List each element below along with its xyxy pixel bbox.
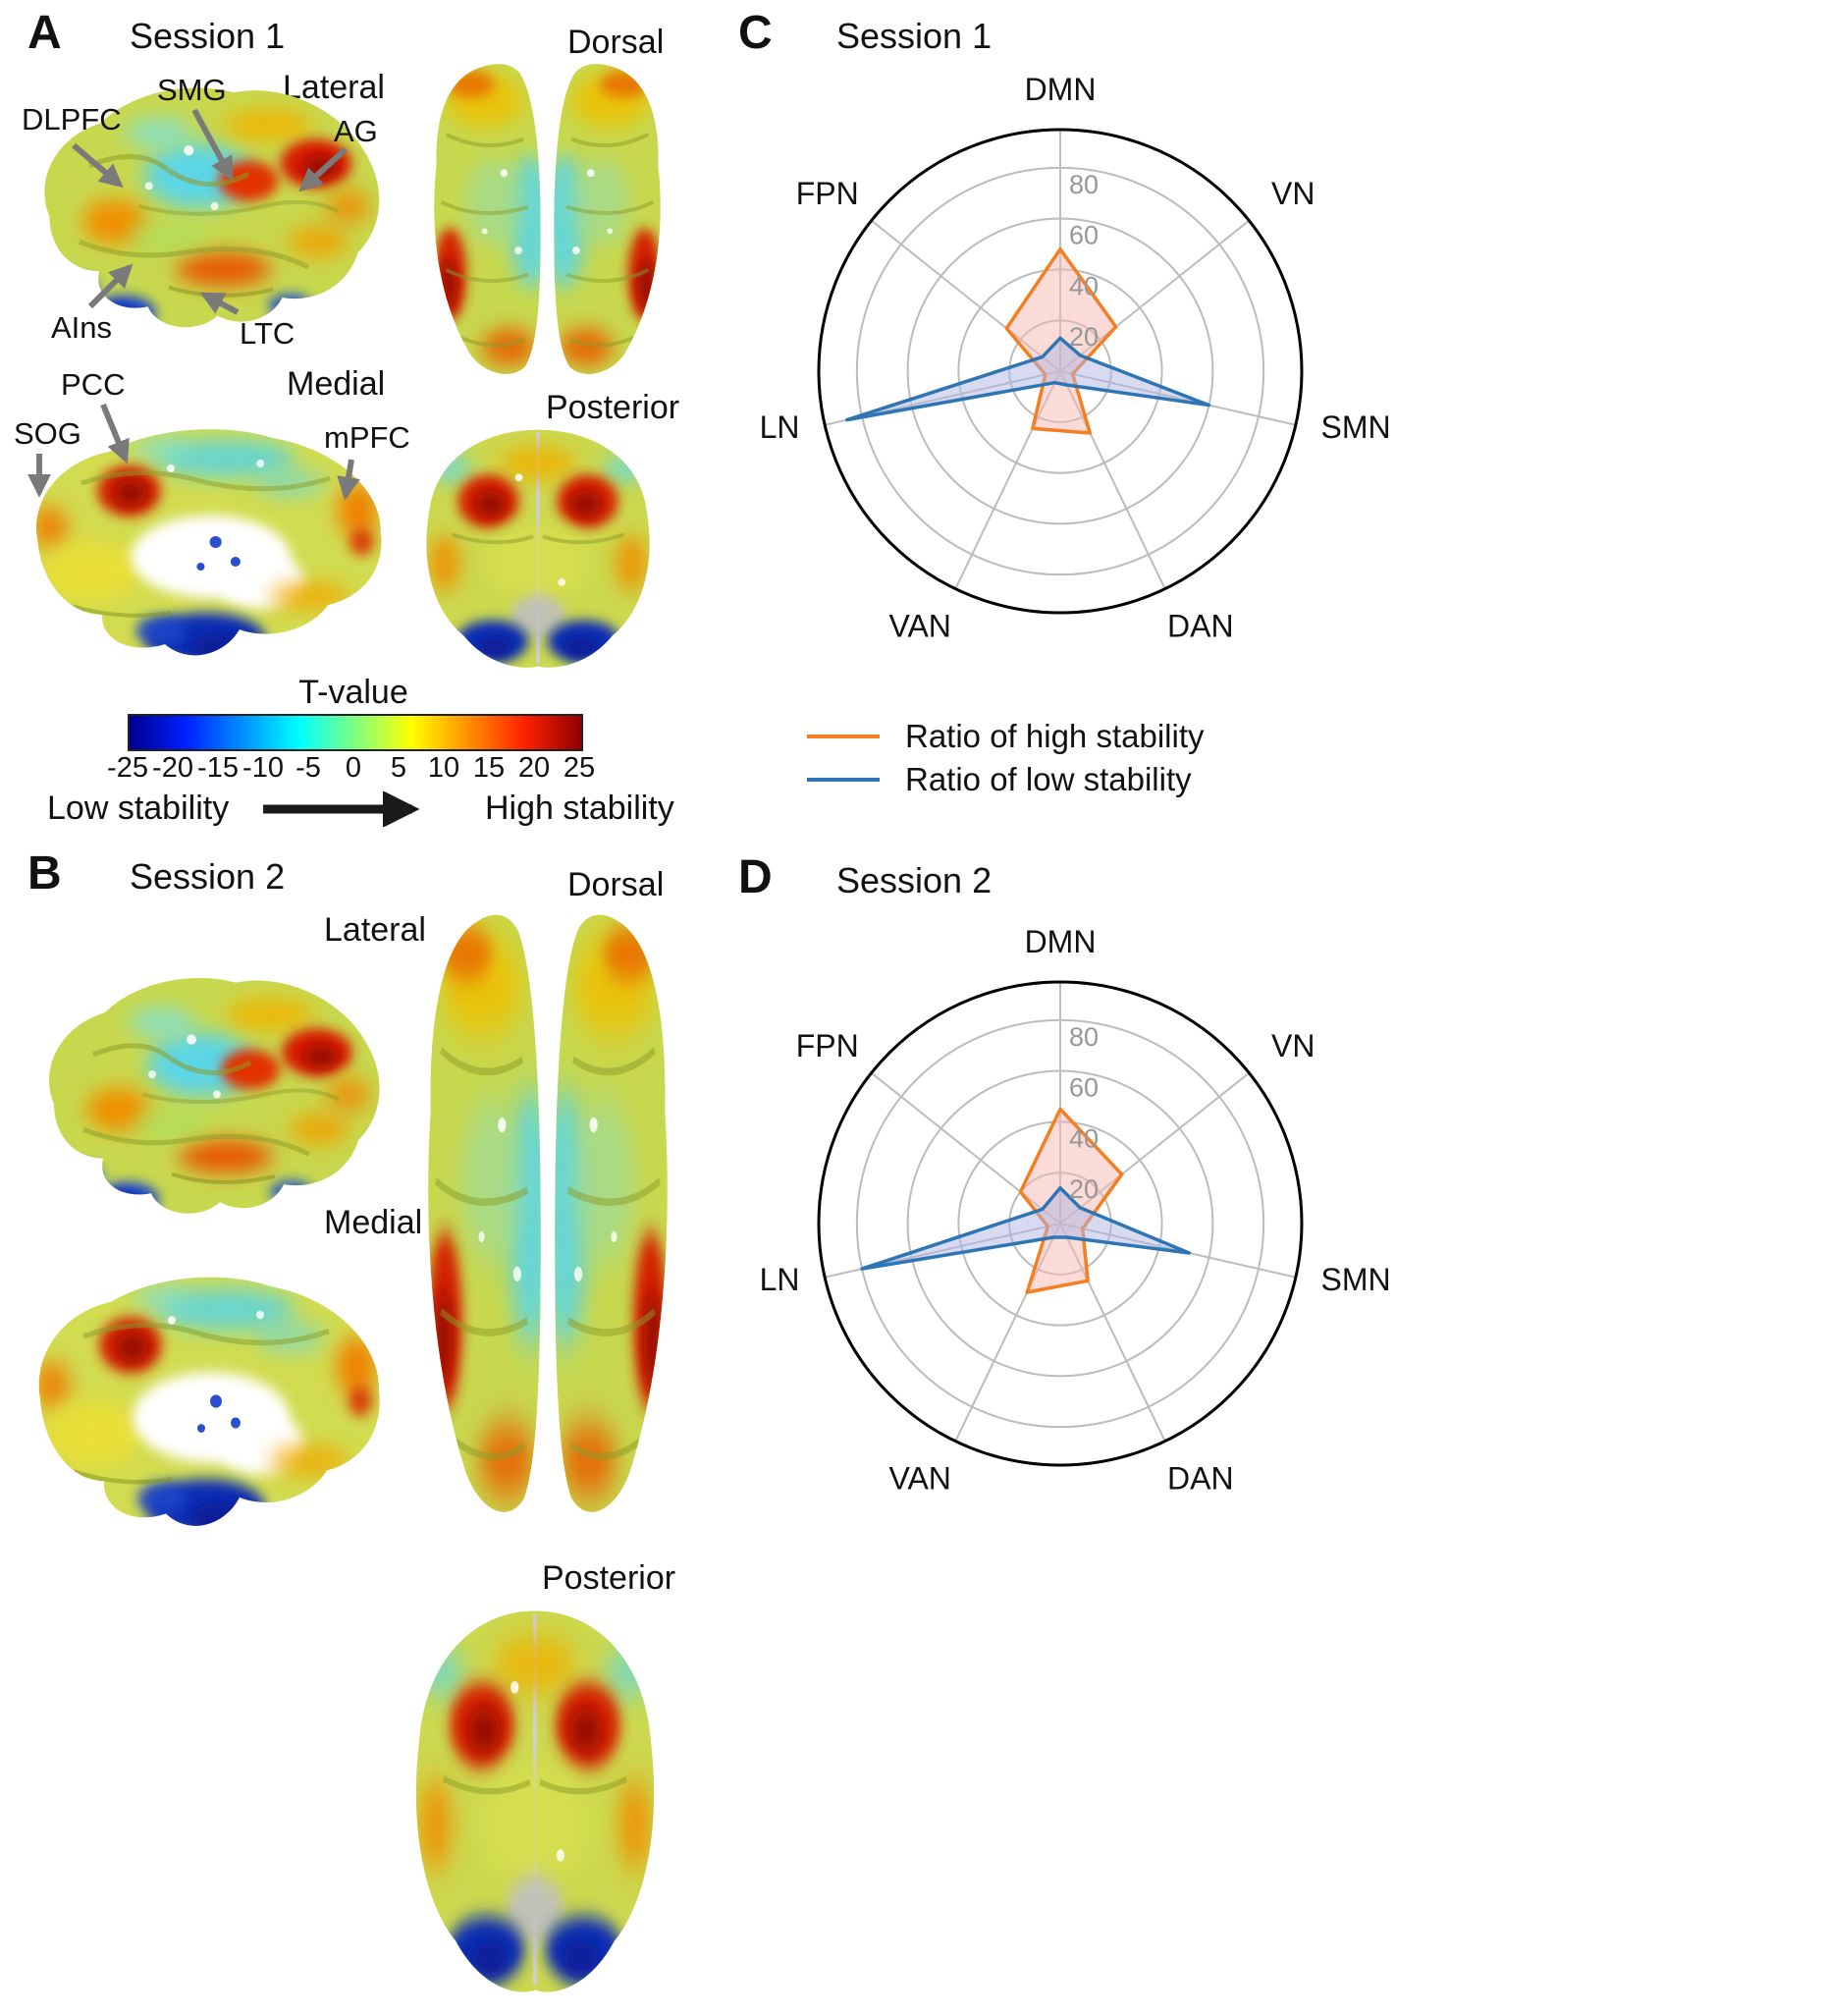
svg-text:FPN: FPN bbox=[796, 1028, 859, 1063]
svg-text:DMN: DMN bbox=[1025, 924, 1097, 959]
legend-line-low-icon bbox=[807, 778, 880, 782]
colorbar-tick: 25 bbox=[563, 752, 596, 784]
panel-b-letter: B bbox=[27, 847, 62, 899]
brain-medial-session2 bbox=[15, 1239, 398, 1563]
colorbar bbox=[128, 714, 583, 751]
colorbar-tick: -20 bbox=[152, 752, 193, 784]
svg-text:DMN: DMN bbox=[1025, 72, 1097, 107]
legend-label-high: Ratio of high stability bbox=[905, 718, 1205, 754]
svg-text:VAN: VAN bbox=[888, 1460, 950, 1496]
svg-text:DAN: DAN bbox=[1167, 1460, 1234, 1496]
view-label-lateral-b: Lateral bbox=[324, 911, 426, 949]
colorbar-tick: 20 bbox=[517, 752, 551, 784]
panel-d-letter: D bbox=[738, 851, 773, 903]
annotation-dlpfc: DLPFC bbox=[22, 102, 122, 136]
high-stability-label: High stability bbox=[485, 790, 674, 827]
svg-text:VAN: VAN bbox=[888, 608, 950, 643]
colorbar-tick: -25 bbox=[107, 752, 148, 784]
svg-text:80: 80 bbox=[1069, 1022, 1099, 1052]
svg-text:40: 40 bbox=[1069, 1123, 1099, 1153]
stability-direction-arrow-icon bbox=[263, 791, 420, 827]
colorbar-tick: -15 bbox=[197, 752, 239, 784]
colorbar-tick: -10 bbox=[242, 752, 284, 784]
annotation-mpfc: mPFC bbox=[324, 420, 410, 455]
legend: Ratio of high stability Ratio of low sta… bbox=[807, 715, 1205, 801]
brain-dorsal-session2 bbox=[410, 901, 685, 1535]
view-label-posterior-b: Posterior bbox=[542, 1559, 676, 1597]
low-stability-label: Low stability bbox=[47, 790, 230, 827]
brain-posterior-session1 bbox=[404, 420, 671, 678]
colorbar-tick: -5 bbox=[295, 752, 321, 784]
view-label-medial-a: Medial bbox=[287, 365, 386, 403]
view-label-dorsal-b: Dorsal bbox=[567, 866, 665, 903]
svg-text:VN: VN bbox=[1271, 1028, 1315, 1063]
annotation-sog: SOG bbox=[14, 416, 81, 451]
legend-row-low: Ratio of low stability bbox=[807, 758, 1205, 801]
svg-text:SMN: SMN bbox=[1320, 1262, 1390, 1297]
brain-posterior-session2 bbox=[393, 1596, 677, 2008]
svg-text:60: 60 bbox=[1069, 1073, 1099, 1103]
svg-text:SMN: SMN bbox=[1320, 409, 1390, 445]
view-label-dorsal-a: Dorsal bbox=[567, 24, 665, 61]
panel-b-title: Session 2 bbox=[130, 856, 286, 897]
radar-chart-session2: 20 40 60 80 DMN VN SMN DAN VAN LN FPN bbox=[736, 911, 1404, 1530]
panel-a-letter: A bbox=[27, 7, 62, 59]
radar-chart-session1: 20 40 60 80 DMN VN SMN DAN VAN LN FPN bbox=[736, 59, 1404, 678]
brain-dorsal-session1 bbox=[417, 57, 677, 386]
colorbar-tick: 5 bbox=[390, 752, 407, 784]
panel-d-title: Session 2 bbox=[836, 860, 993, 900]
svg-text:80: 80 bbox=[1069, 170, 1099, 199]
view-label-posterior-a: Posterior bbox=[546, 389, 680, 426]
panel-c-letter: C bbox=[738, 7, 773, 59]
panel-c-title: Session 1 bbox=[836, 16, 993, 56]
brain-lateral-session2 bbox=[25, 945, 398, 1244]
svg-text:40: 40 bbox=[1069, 271, 1099, 300]
annotation-smg: SMG bbox=[157, 73, 227, 107]
annotation-ag: AG bbox=[334, 114, 378, 148]
svg-text:VN: VN bbox=[1271, 176, 1315, 211]
svg-text:LN: LN bbox=[760, 409, 800, 445]
annotation-ains: AIns bbox=[51, 310, 113, 345]
legend-line-high-icon bbox=[807, 735, 880, 738]
annotation-ltc: LTC bbox=[240, 316, 295, 351]
annotation-pcc: PCC bbox=[61, 367, 126, 402]
legend-label-low: Ratio of low stability bbox=[905, 761, 1192, 797]
legend-row-high: Ratio of high stability bbox=[807, 715, 1205, 758]
svg-text:DAN: DAN bbox=[1167, 608, 1234, 643]
svg-text:20: 20 bbox=[1069, 1174, 1099, 1204]
colorbar-tick: 0 bbox=[345, 752, 362, 784]
svg-text:LN: LN bbox=[760, 1262, 800, 1297]
svg-text:FPN: FPN bbox=[796, 176, 859, 211]
svg-text:60: 60 bbox=[1069, 221, 1099, 250]
view-label-medial-b: Medial bbox=[324, 1204, 423, 1241]
panel-a-title: Session 1 bbox=[130, 16, 286, 56]
svg-text:20: 20 bbox=[1069, 322, 1099, 352]
colorbar-tick: 10 bbox=[427, 752, 460, 784]
colorbar-tick: 15 bbox=[472, 752, 506, 784]
colorbar-title: T-value bbox=[298, 674, 408, 711]
